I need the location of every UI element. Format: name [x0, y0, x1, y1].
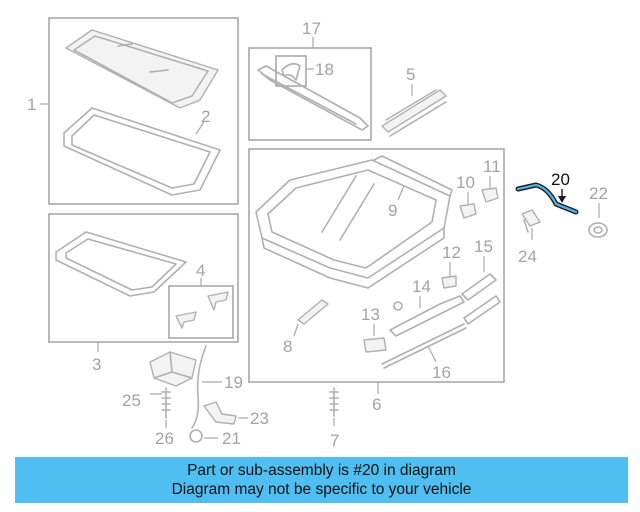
- sunshade[interactable]: [55, 231, 187, 297]
- callout-1[interactable]: 1: [27, 95, 36, 114]
- callout-23[interactable]: 23: [250, 409, 269, 428]
- glass-panel[interactable]: [65, 29, 219, 109]
- motor-13[interactable]: [363, 337, 387, 353]
- callout-18[interactable]: 18: [315, 60, 334, 79]
- clamp-21[interactable]: [189, 429, 203, 443]
- callout-12[interactable]: 12: [442, 243, 461, 262]
- group-box-6: [248, 148, 505, 383]
- bracket-10[interactable]: [459, 203, 477, 219]
- link-15[interactable]: [461, 273, 497, 301]
- parts-diagram: 1 2 3 4 17 18 5 6 9 10 11 12: [27, 17, 608, 450]
- callout-9[interactable]: 9: [388, 201, 397, 220]
- callout-16[interactable]: 16: [432, 363, 451, 382]
- group-box-3: [48, 213, 239, 343]
- wind-deflector[interactable]: [257, 65, 369, 131]
- cable-guide-14[interactable]: [389, 295, 465, 337]
- callout-20[interactable]: 20: [551, 170, 570, 189]
- clip-24[interactable]: [521, 209, 541, 227]
- info-banner: Part or sub-assembly is #20 in diagram D…: [15, 457, 628, 503]
- hose-19[interactable]: [191, 345, 207, 429]
- callout-2[interactable]: 2: [201, 107, 210, 126]
- bracket-25[interactable]: [149, 351, 197, 387]
- callout-22[interactable]: 22: [589, 184, 608, 203]
- callout-8[interactable]: 8: [283, 337, 292, 356]
- glass-seal[interactable]: [63, 107, 221, 196]
- callout-11[interactable]: 11: [483, 157, 501, 176]
- banner-line-1: Part or sub-assembly is #20 in diagram: [187, 462, 456, 479]
- grommet-22[interactable]: [588, 222, 608, 238]
- callout-15[interactable]: 15: [474, 237, 493, 256]
- group-box-1: [48, 17, 239, 205]
- banner-line-2: Diagram may not be specific to your vehi…: [171, 481, 472, 498]
- elbow-23[interactable]: [203, 401, 237, 425]
- callout-26[interactable]: 26: [155, 429, 174, 448]
- guide-12[interactable]: [441, 275, 457, 289]
- callout-19[interactable]: 19: [224, 373, 243, 392]
- callout-14[interactable]: 14: [412, 277, 431, 296]
- callout-4[interactable]: 4: [196, 261, 205, 280]
- callout-7[interactable]: 7: [330, 431, 339, 450]
- bolt-26[interactable]: [161, 387, 171, 419]
- callout-10[interactable]: 10: [456, 173, 475, 192]
- drive-cable-16[interactable]: [381, 323, 465, 365]
- deflector-clip[interactable]: [281, 62, 301, 81]
- seal-strip-8[interactable]: [297, 299, 329, 325]
- callout-6[interactable]: 6: [372, 395, 381, 414]
- callout-3[interactable]: 3: [92, 355, 101, 374]
- bracket-11[interactable]: [481, 187, 499, 203]
- callout-13[interactable]: 13: [361, 305, 380, 324]
- group-box-17: [248, 47, 372, 141]
- bolt-7[interactable]: [329, 387, 339, 417]
- callout-24[interactable]: 24: [518, 247, 537, 266]
- handle-b[interactable]: [175, 311, 197, 329]
- callout-21[interactable]: 21: [222, 429, 241, 448]
- handle-a[interactable]: [207, 291, 229, 311]
- callout-25[interactable]: 25: [122, 391, 141, 410]
- drain-rail[interactable]: [381, 89, 447, 133]
- callout-5[interactable]: 5: [406, 65, 415, 84]
- callout-17[interactable]: 17: [302, 19, 321, 38]
